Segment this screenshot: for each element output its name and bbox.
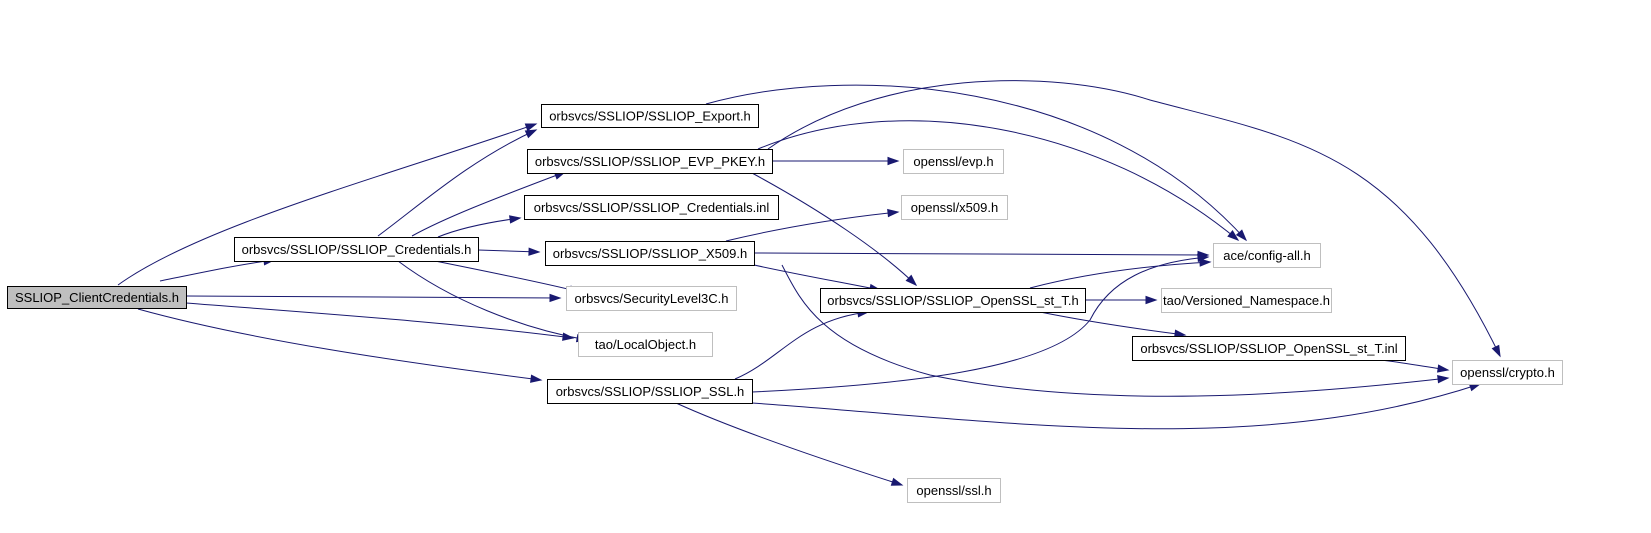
- node-box-openssl_x509: [901, 195, 1008, 220]
- edge-credentials_h-to-credentials_inl: [437, 217, 521, 238]
- edges-layer: [117, 80, 1501, 486]
- node-openssl_crypto[interactable]: openssl/crypto.h: [1452, 360, 1563, 385]
- edge-credentials_h-to-export: [377, 129, 537, 237]
- node-box-x509_h: [545, 241, 755, 266]
- edge-x509_h-to-openssl_st_t_h: [753, 264, 881, 291]
- node-label-openssl_st_t_inl: orbsvcs/SSLIOP/SSLIOP_OpenSSL_st_T.inl: [1140, 341, 1397, 356]
- node-security_level3c[interactable]: orbsvcs/SecurityLevel3C.h: [566, 286, 737, 311]
- edge-x509_h-to-openssl_x509: [725, 211, 899, 242]
- node-label-evp_pkey: orbsvcs/SSLIOP/SSLIOP_EVP_PKEY.h: [535, 154, 765, 169]
- edge-evp_pkey-to-openssl_st_t_h: [751, 172, 917, 286]
- edge-export-to-config_all: [705, 84, 1247, 241]
- node-box-export: [541, 104, 759, 128]
- node-label-openssl_evp: openssl/evp.h: [913, 154, 993, 169]
- node-openssl_ssl[interactable]: openssl/ssl.h: [907, 478, 1001, 503]
- node-export[interactable]: orbsvcs/SSLIOP/SSLIOP_Export.h: [541, 104, 759, 128]
- nodes-layer: SSLIOP_ClientCredentials.h orbsvcs/SSLIOP…: [7, 104, 1563, 503]
- edge-arrowhead-credentials_h-to-credentials_inl: [509, 215, 522, 224]
- edge-credentials_h-to-local_object: [397, 260, 588, 341]
- node-box-openssl_evp: [903, 149, 1004, 174]
- edge-ssl_h-to-openssl_crypto: [751, 383, 1481, 430]
- edge-arrowhead-client_credentials-to-export: [524, 123, 538, 132]
- edge-ssl_h-to-config_all: [751, 256, 1209, 393]
- edge-ssl_h-to-openssl_st_t_h: [734, 311, 869, 380]
- node-openssl_evp[interactable]: openssl/evp.h: [903, 149, 1004, 174]
- node-credentials_h[interactable]: orbsvcs/SSLIOP/SSLIOP_Credentials.h: [234, 237, 479, 262]
- edge-openssl_st_t_h-to-config_all: [1029, 261, 1211, 289]
- edge-client_credentials-to-security_level3c: [185, 295, 561, 299]
- edge-arrowhead-evp_pkey-to-openssl_st_t_h: [905, 274, 918, 287]
- edge-credentials_h-to-evp_pkey: [411, 171, 566, 237]
- edge-evp_pkey-to-config_all: [757, 120, 1239, 241]
- node-credentials_inl[interactable]: orbsvcs/SSLIOP/SSLIOP_Credentials.inl: [524, 195, 779, 220]
- node-box-credentials_inl: [524, 195, 779, 220]
- edge-arrowhead-evp_pkey-to-openssl_evp: [887, 156, 900, 166]
- node-label-credentials_inl: orbsvcs/SSLIOP/SSLIOP_Credentials.inl: [534, 200, 770, 215]
- edge-arrowhead-evp_pkey-to-config_all: [1227, 230, 1240, 241]
- node-evp_pkey[interactable]: orbsvcs/SSLIOP/SSLIOP_EVP_PKEY.h: [527, 149, 773, 174]
- node-label-versioned_ns: tao/Versioned_Namespace.h: [1163, 293, 1330, 308]
- node-label-local_object: tao/LocalObject.h: [595, 337, 696, 352]
- edge-client_credentials-to-credentials_h: [159, 259, 275, 282]
- edge-arrowhead-evp_pkey-to-openssl_crypto: [1491, 344, 1501, 358]
- node-openssl_st_t_inl[interactable]: orbsvcs/SSLIOP/SSLIOP_OpenSSL_st_T.inl: [1132, 336, 1406, 361]
- node-label-openssl_crypto: openssl/crypto.h: [1460, 365, 1555, 380]
- edge-arrowhead-client_credentials-to-security_level3c: [549, 293, 562, 303]
- node-label-security_level3c: orbsvcs/SecurityLevel3C.h: [575, 291, 729, 306]
- edge-arrowhead-ssl_h-to-openssl_ssl: [890, 477, 904, 486]
- node-box-openssl_crypto: [1452, 360, 1563, 385]
- node-openssl_st_t_h[interactable]: orbsvcs/SSLIOP/SSLIOP_OpenSSL_st_T.h: [820, 288, 1086, 313]
- node-box-local_object: [578, 332, 713, 357]
- edge-ssl_h-to-openssl_ssl: [675, 402, 903, 486]
- node-box-ssl_h: [547, 379, 753, 404]
- edge-arrowhead-export-to-config_all: [1235, 229, 1248, 242]
- node-box-openssl_st_t_h: [820, 288, 1086, 313]
- node-openssl_x509[interactable]: openssl/x509.h: [901, 195, 1008, 220]
- node-box-openssl_ssl: [907, 478, 1001, 503]
- node-label-x509_h: orbsvcs/SSLIOP/SSLIOP_X509.h: [553, 246, 747, 261]
- edge-client_credentials-to-export: [117, 123, 537, 286]
- node-label-openssl_x509: openssl/x509.h: [911, 200, 998, 215]
- node-label-ssl_h: orbsvcs/SSLIOP/SSLIOP_SSL.h: [556, 384, 745, 399]
- node-box-evp_pkey: [527, 149, 773, 174]
- node-box-security_level3c: [566, 286, 737, 311]
- node-label-openssl_st_t_h: orbsvcs/SSLIOP/SSLIOP_OpenSSL_st_T.h: [827, 293, 1078, 308]
- edge-arrowhead-x509_h-to-openssl_x509: [887, 208, 900, 218]
- node-client_credentials: SSLIOP_ClientCredentials.h: [7, 286, 187, 309]
- edge-evp_pkey-to-openssl_crypto: [767, 80, 1501, 357]
- node-box-config_all: [1213, 243, 1321, 268]
- edge-credentials_h-to-security_level3c: [434, 260, 581, 293]
- edge-x509_h-to-config_all: [753, 252, 1209, 256]
- edge-openssl_st_t_h-to-openssl_st_t_inl: [1039, 311, 1186, 336]
- node-label-credentials_h: orbsvcs/SSLIOP/SSLIOP_Credentials.h: [242, 242, 472, 257]
- edge-client_credentials-to-ssl_h: [137, 308, 542, 381]
- edge-arrowhead-x509_h-to-openssl_crypto: [1437, 375, 1450, 384]
- node-config_all[interactable]: ace/config-all.h: [1213, 243, 1321, 268]
- node-label-export: orbsvcs/SSLIOP/SSLIOP_Export.h: [549, 108, 751, 123]
- node-box-client_credentials: [7, 286, 187, 309]
- node-box-openssl_st_t_inl: [1132, 336, 1406, 361]
- node-box-credentials_h: [234, 237, 479, 262]
- node-label-config_all: ace/config-all.h: [1223, 248, 1310, 263]
- edge-x509_h-to-openssl_crypto: [781, 264, 1449, 397]
- edge-arrowhead-client_credentials-to-ssl_h: [530, 374, 543, 383]
- edge-arrowhead-credentials_h-to-x509_h: [528, 247, 541, 256]
- node-local_object[interactable]: tao/LocalObject.h: [578, 332, 713, 357]
- edge-arrowhead-credentials_h-to-export: [524, 129, 538, 139]
- node-box-versioned_ns: [1161, 288, 1332, 313]
- node-versioned_ns[interactable]: tao/Versioned_Namespace.h: [1161, 288, 1332, 313]
- node-ssl_h[interactable]: orbsvcs/SSLIOP/SSLIOP_SSL.h: [547, 379, 753, 404]
- edge-arrowhead-openssl_st_t_h-to-config_all: [1199, 258, 1212, 267]
- edge-arrowhead-openssl_st_t_inl-to-openssl_crypto: [1437, 364, 1450, 373]
- node-x509_h[interactable]: orbsvcs/SSLIOP/SSLIOP_X509.h: [545, 241, 755, 266]
- node-label-client_credentials: SSLIOP_ClientCredentials.h: [15, 290, 179, 305]
- edge-arrowhead-client_credentials-to-local_object: [562, 332, 575, 341]
- edge-arrowhead-openssl_st_t_h-to-versioned_ns: [1145, 295, 1158, 305]
- edge-client_credentials-to-local_object: [185, 302, 574, 339]
- node-label-openssl_ssl: openssl/ssl.h: [916, 483, 991, 498]
